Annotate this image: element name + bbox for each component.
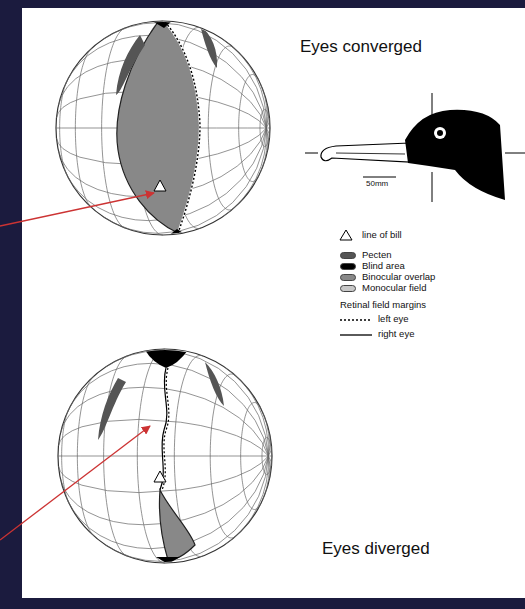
globe-diverged [58,349,272,563]
legend-swatch [340,274,356,281]
legend-heading: Retinal field margins [340,300,426,310]
scale-label: 50mm [366,180,388,189]
graticule [56,21,270,235]
globe-outline [58,349,272,563]
graticule [58,349,272,563]
legend-label: Pecten [362,250,392,260]
legend-label: left eye [378,314,409,324]
bird-head [305,93,525,202]
dotted-sample [340,319,372,320]
legend-label: Blind area [362,261,405,271]
legend-swatch [340,263,356,270]
solid-sample [340,334,372,335]
diverged-fields [98,347,224,565]
globe-outline [56,21,270,235]
legend-swatch [340,252,356,259]
legend-swatch [340,285,356,292]
panel-title: Eyes diverged [322,540,430,559]
legend-label: Monocular field [362,283,426,293]
pointer-arrow [0,193,154,226]
legend-label: Binocular overlap [362,272,435,282]
white-panel [22,8,525,598]
globe-converged [56,21,270,235]
converged-fields [116,21,217,236]
legend-label: line of bill [362,230,402,240]
bill-triangle [340,230,352,240]
panel-title: Eyes converged [300,38,422,57]
pointer-arrow [0,426,150,540]
legend-label: right eye [378,329,414,339]
